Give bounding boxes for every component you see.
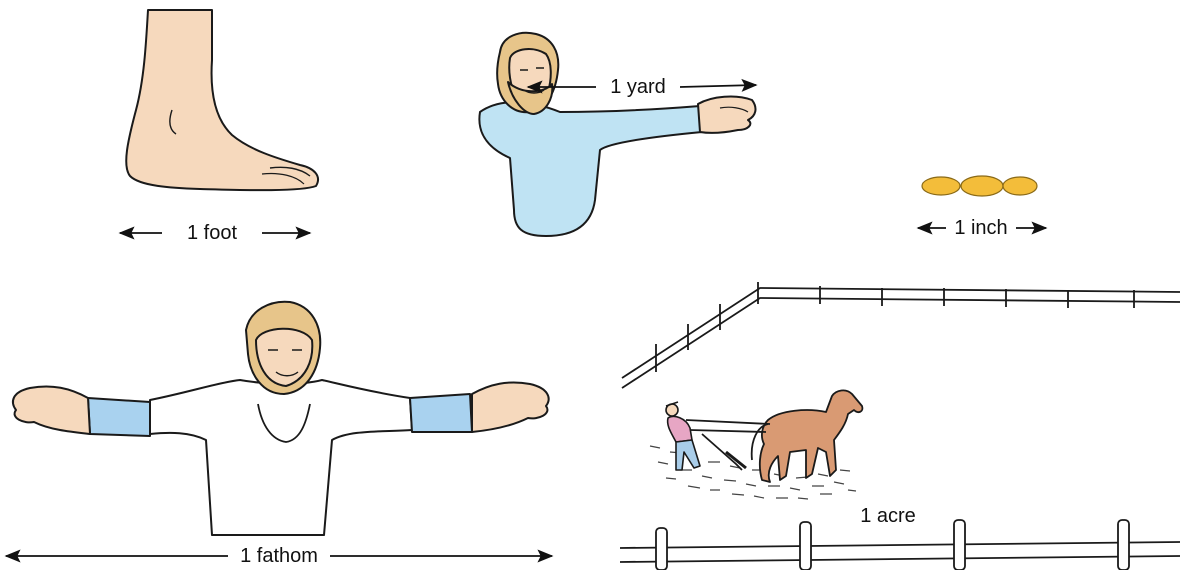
yard-label: 1 yard <box>608 76 668 98</box>
foot-label: 1 foot <box>185 222 239 244</box>
fathom-man-illustration <box>13 302 549 535</box>
foot-illustration <box>126 10 318 190</box>
horse-illustration <box>752 390 863 482</box>
inch-label: 1 inch <box>952 217 1009 239</box>
fathom-label: 1 fathom <box>238 545 320 567</box>
barleycorn-grains <box>922 176 1037 196</box>
yard-man-illustration <box>479 33 755 236</box>
farmer-illustration <box>666 402 700 470</box>
acre-label: 1 acre <box>858 505 918 527</box>
